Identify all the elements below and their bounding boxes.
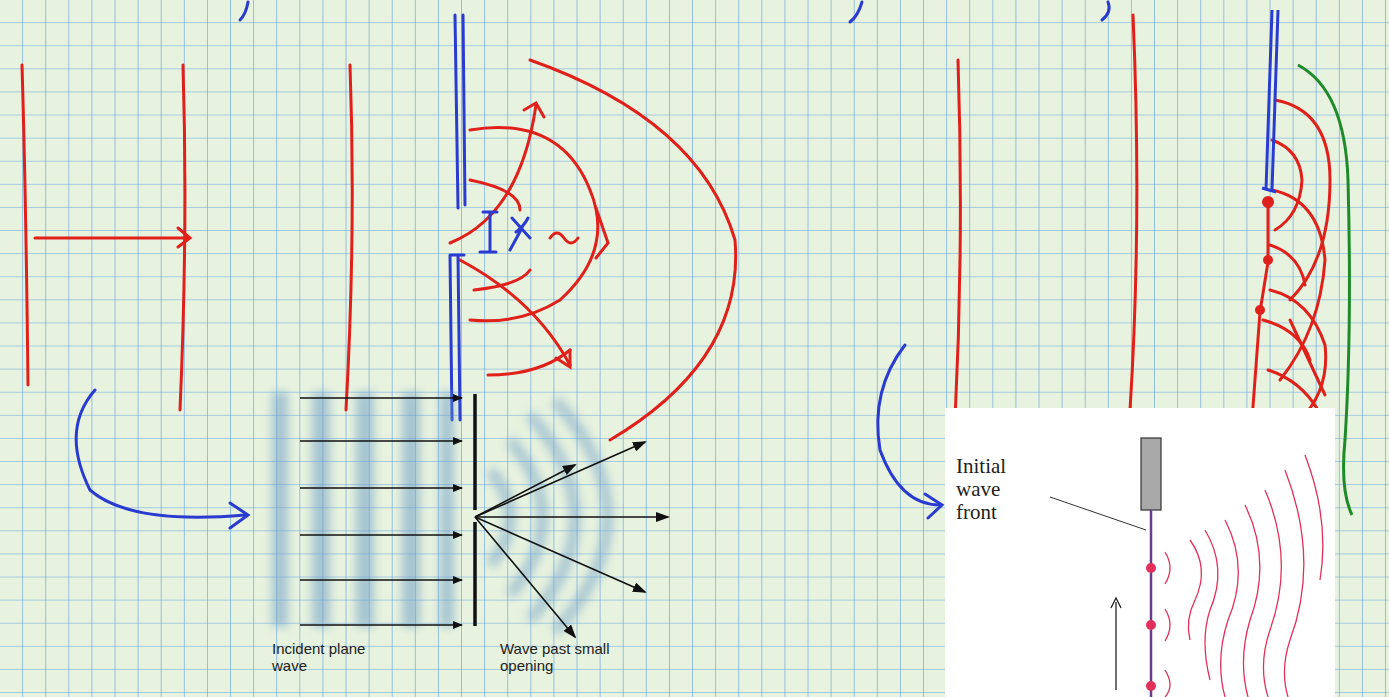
caption-label: Initial wave front (956, 455, 1034, 524)
caption-label: Wave past small opening (500, 640, 610, 674)
caption-label: Incident plane wave (272, 640, 392, 674)
